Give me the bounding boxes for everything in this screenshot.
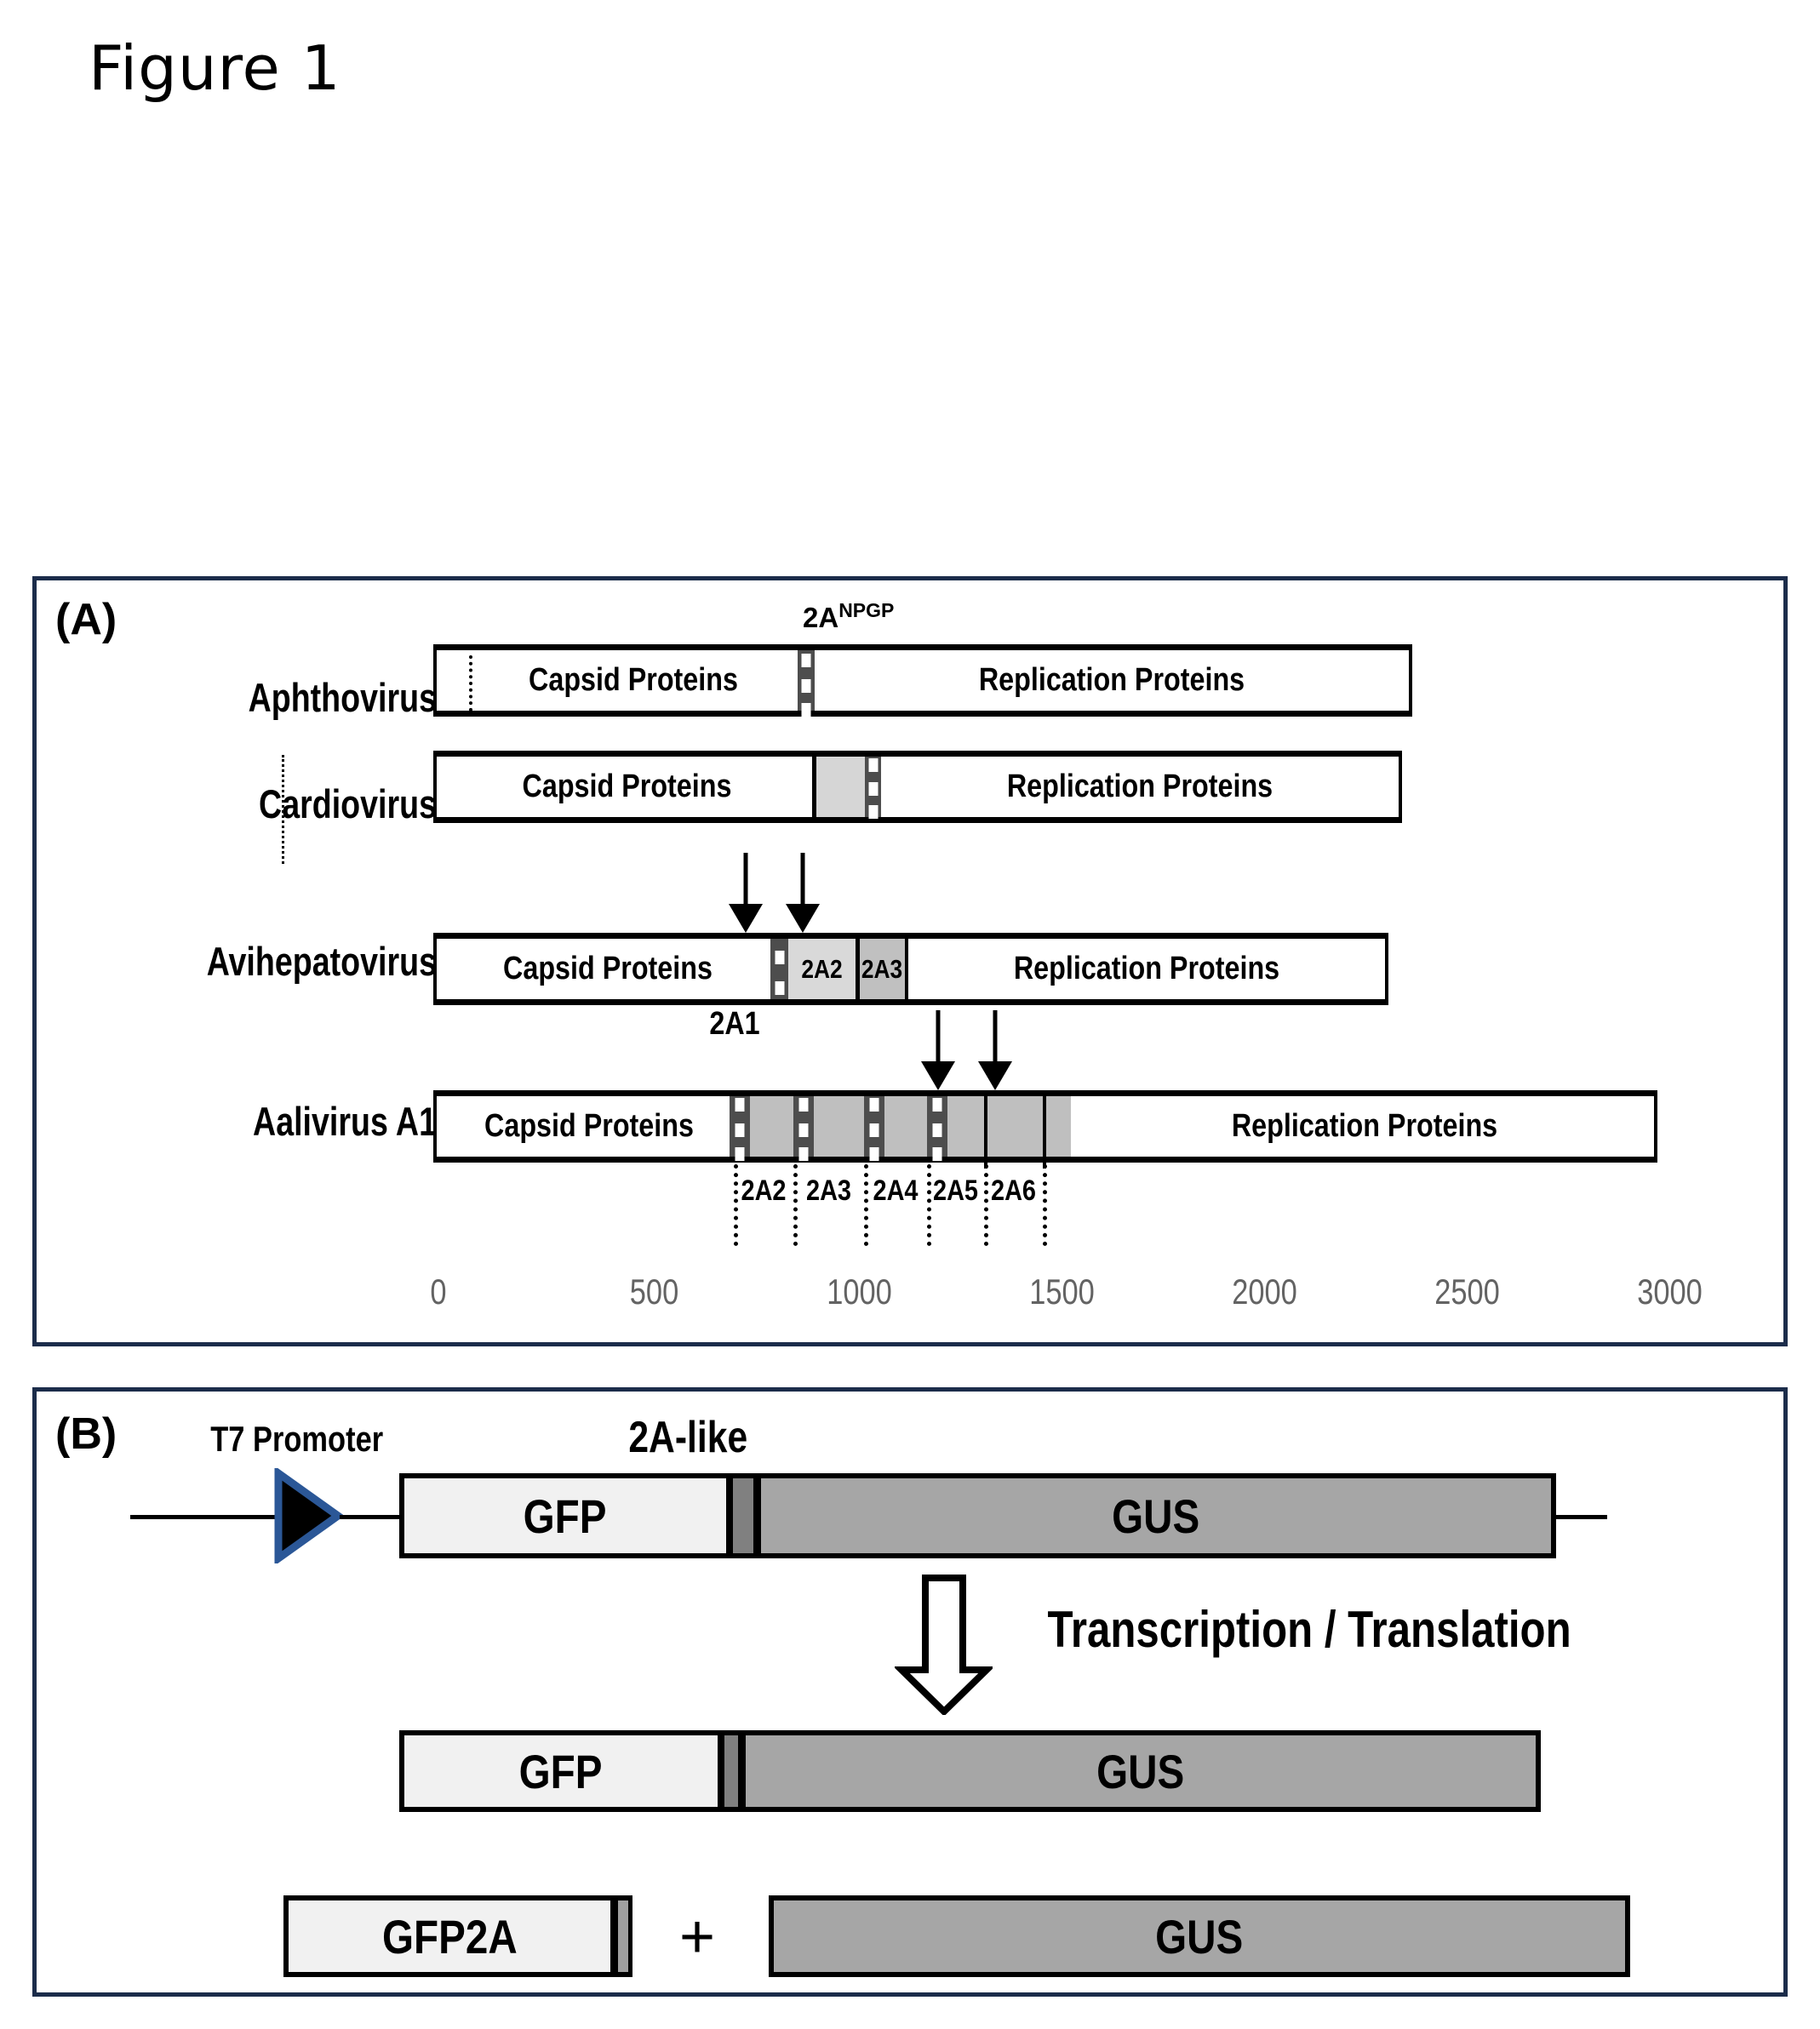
avihepatovirus-2a3-segment (856, 939, 908, 999)
product-gfp2a-label: GFP2A (381, 1909, 518, 1963)
panel-a-letter: (A) (55, 595, 117, 644)
aalivirus-capsid-label: Capsid Proteins (484, 1108, 694, 1144)
genome-bar-aalivirus: Capsid Proteins Replication Proteins (433, 1090, 1657, 1169)
aalivirus-caption-dotline-2 (793, 1164, 798, 1246)
avihepatovirus-2a3-label: 2A3 (861, 953, 903, 984)
avihepatovirus-capsid-label: Capsid Proteins (503, 951, 713, 986)
avihepatovirus-2a1-strip (770, 939, 788, 999)
marker-superscript: NPGP (838, 599, 895, 621)
panel-b-letter: (B) (55, 1409, 117, 1459)
cardiovirus-2a-strip (865, 757, 881, 819)
aalivirus-2a5-2a6-segment (947, 1096, 1071, 1157)
aalivirus-2a2-segment (750, 1096, 793, 1157)
axis-tick-1500: 1500 (1029, 1272, 1095, 1312)
axis-tick-1000: 1000 (827, 1272, 892, 1312)
polyprotein-2a-linker (720, 1730, 742, 1812)
polyprotein-gfp-label: GFP (519, 1744, 603, 1798)
aalivirus-sep-3 (864, 1096, 884, 1161)
cardiovirus-capsid-label: Capsid Proteins (522, 769, 732, 804)
plus-sign: + (679, 1903, 716, 1971)
aalivirus-2a6-end-divider (1043, 1096, 1046, 1169)
product-gfp2a-box: GFP2A (283, 1895, 615, 1977)
t7-promoter-label: T7 Promoter (210, 1419, 384, 1459)
aalivirus-sep-2 (793, 1096, 814, 1161)
axis-tick-0: 0 (430, 1272, 447, 1312)
aalivirus-2a1-label: 2A1 (709, 1006, 760, 1042)
aalivirus-replication-label: Replication Proteins (1231, 1108, 1498, 1144)
cardiovirus-dotline (282, 755, 284, 864)
axis-tick-2000: 2000 (1232, 1272, 1297, 1312)
cardiovirus-2a-region (812, 757, 865, 817)
aphthovirus-2a-npgp-strip (798, 650, 815, 717)
aalivirus-2a3-segment (814, 1096, 864, 1157)
construct-gus-box: GUS (756, 1473, 1556, 1558)
genome-bar-avihepatovirus: Capsid Proteins 2A2 2A3 Replication Prot… (433, 933, 1388, 1005)
aalivirus-cap-2a5: 2A5 (932, 1175, 979, 1207)
aalivirus-caption-dotline-1 (734, 1164, 738, 1246)
avihepatovirus-2a2-segment (788, 939, 856, 999)
construct-gus-label: GUS (1112, 1489, 1200, 1543)
2a-like-label: 2A-like (628, 1413, 748, 1462)
avihepatovirus-cleavage-arrow-1 (728, 853, 764, 933)
aalivirus-cap-2a6: 2A6 (990, 1175, 1037, 1207)
aalivirus-caption-dotline-3 (864, 1164, 868, 1246)
aalivirus-2a1-strip (730, 1096, 750, 1161)
product-gus-box: GUS (769, 1895, 1630, 1977)
polyprotein-gus-label: GUS (1096, 1744, 1185, 1798)
row-label-cardiovirus: Cardiovirus (259, 781, 437, 826)
figure-title: Figure 1 (89, 32, 341, 104)
axis-tick-2500: 2500 (1434, 1272, 1500, 1312)
cardiovirus-replication-label: Replication Proteins (1006, 769, 1273, 804)
avihepatovirus-cleavage-arrow-2 (785, 853, 821, 933)
genome-bar-cardiovirus: Capsid Proteins Replication Proteins (433, 751, 1402, 823)
t7-promoter-arrow-icon (273, 1468, 343, 1563)
aalivirus-caption-dotline-5 (984, 1164, 988, 1246)
construct-2a-linker (728, 1473, 758, 1558)
polyprotein-gfp-box: GFP (399, 1730, 723, 1812)
aphthovirus-replication-label: Replication Proteins (978, 662, 1245, 698)
process-label: Transcription / Translation (1047, 1601, 1571, 1658)
aalivirus-cleavage-arrow-2 (977, 1010, 1013, 1090)
aalivirus-caption-dotline-6 (1043, 1164, 1047, 1246)
row-label-aphthovirus: Aphthovirus (248, 675, 437, 720)
construct-left-line (130, 1515, 279, 1519)
transcription-translation-arrow-icon (893, 1575, 995, 1719)
aalivirus-cap-2a3: 2A3 (805, 1175, 852, 1207)
construct-mid-line (340, 1515, 413, 1519)
aalivirus-2a5-2a6-divider (984, 1096, 987, 1169)
aalivirus-cap-2a2: 2A2 (741, 1175, 787, 1207)
aphthovirus-start-dotline (469, 655, 472, 712)
construct-gfp-box: GFP (399, 1473, 731, 1558)
panel-b: (B) T7 Promoter 2A-like GFP GUS Transcri… (32, 1387, 1788, 1997)
row-label-avihepatovirus: Avihepatovirus (206, 939, 437, 984)
genome-bar-aphthovirus: Capsid Proteins Replication Proteins (433, 644, 1412, 717)
aalivirus-cleavage-arrow-1 (920, 1010, 956, 1090)
axis-tick-500: 500 (629, 1272, 679, 1312)
construct-right-line (1554, 1515, 1607, 1519)
product-2a-tail (614, 1895, 632, 1977)
row-label-aalivirus: Aalivirus A1 (253, 1099, 437, 1144)
avihepatovirus-2a2-label: 2A2 (801, 953, 843, 984)
panel-a: (A) Aphthovirus 2ANPGP Capsid Proteins R… (32, 576, 1788, 1346)
axis-tick-3000: 3000 (1637, 1272, 1703, 1312)
aphthovirus-2a-npgp-label: 2ANPGP (803, 599, 894, 634)
product-gus-label: GUS (1155, 1909, 1244, 1963)
aalivirus-sep-4 (927, 1096, 947, 1161)
avihepatovirus-replication-label: Replication Proteins (1013, 951, 1280, 986)
marker-base: 2A (803, 602, 839, 633)
aalivirus-caption-dotline-4 (927, 1164, 931, 1246)
polyprotein-gus-box: GUS (741, 1730, 1541, 1812)
aphthovirus-capsid-label: Capsid Proteins (529, 662, 738, 698)
construct-gfp-label: GFP (524, 1489, 607, 1543)
aalivirus-2a4-segment (884, 1096, 927, 1157)
aalivirus-cap-2a4: 2A4 (873, 1175, 919, 1207)
